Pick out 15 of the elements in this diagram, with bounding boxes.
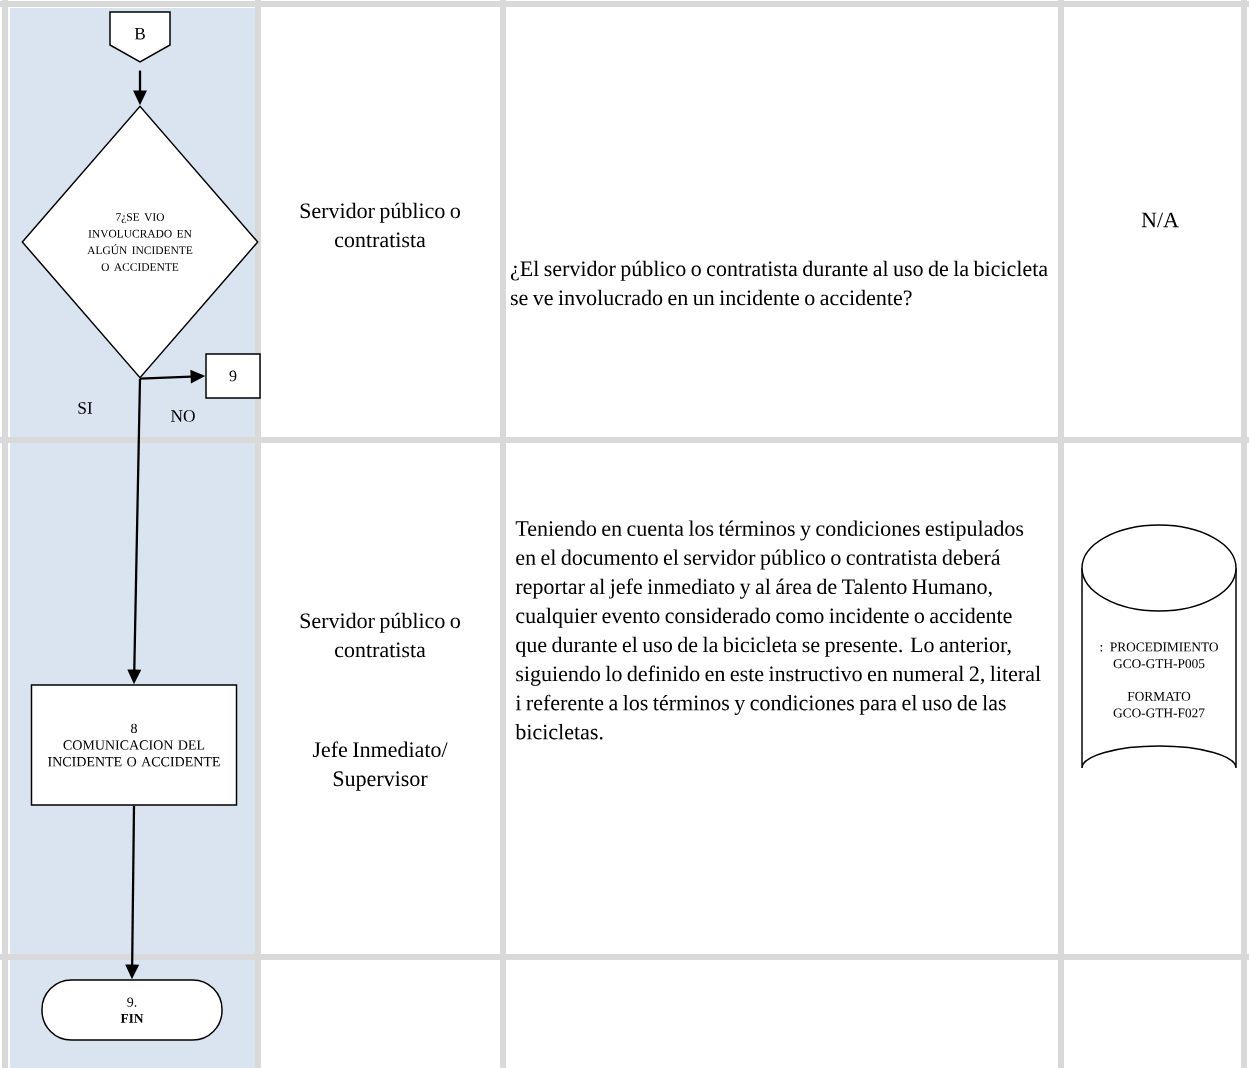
role-text: Servidor público o contratista bbox=[300, 612, 460, 658]
status-text: N/A bbox=[1141, 212, 1179, 228]
node-label: : PROCEDIMIENTO GCO-GTH-P005 bbox=[1100, 642, 1218, 669]
off-page-connector: B bbox=[109, 11, 171, 63]
edge-label: SI bbox=[78, 402, 93, 414]
node-label: FORMATO GCO-GTH-F027 bbox=[1113, 691, 1205, 718]
description-text: Teniendo en cuenta los términos y condiciones estipulados en el documento el servidor público o contratista deberá reportar al jefe inmediato y al área de Talento Humano, cualquier evento considerado como incidente o accidente que durante el uso de la bicicleta se presente. Lo anterior, siguiendo lo definido en este instructivo en numeral 2, literal i referente a los términos y condiciones para el uso de las bicicletas. bbox=[515, 520, 1041, 740]
terminator: 9. FIN bbox=[41, 979, 223, 1041]
database-cylinder: : PROCEDIMIENTO GCO-GTH-P005 FORMATO GCO-GTH-F027 bbox=[1081, 524, 1237, 769]
role-text: Servidor público o contratista bbox=[300, 202, 460, 248]
connector-box: 9 bbox=[205, 353, 261, 399]
edge-label: NO bbox=[171, 410, 195, 422]
role-text: Jefe Inmediato/ Supervisor bbox=[312, 741, 448, 791]
description-text: ¿El servidor público o contratista durante al uso de la bicicleta se ve involucrado en un incidente o accidente? bbox=[510, 260, 1048, 306]
process-box: 8 COMUNICACION DEL INCIDENTE O ACCIDENTE bbox=[30, 684, 238, 806]
